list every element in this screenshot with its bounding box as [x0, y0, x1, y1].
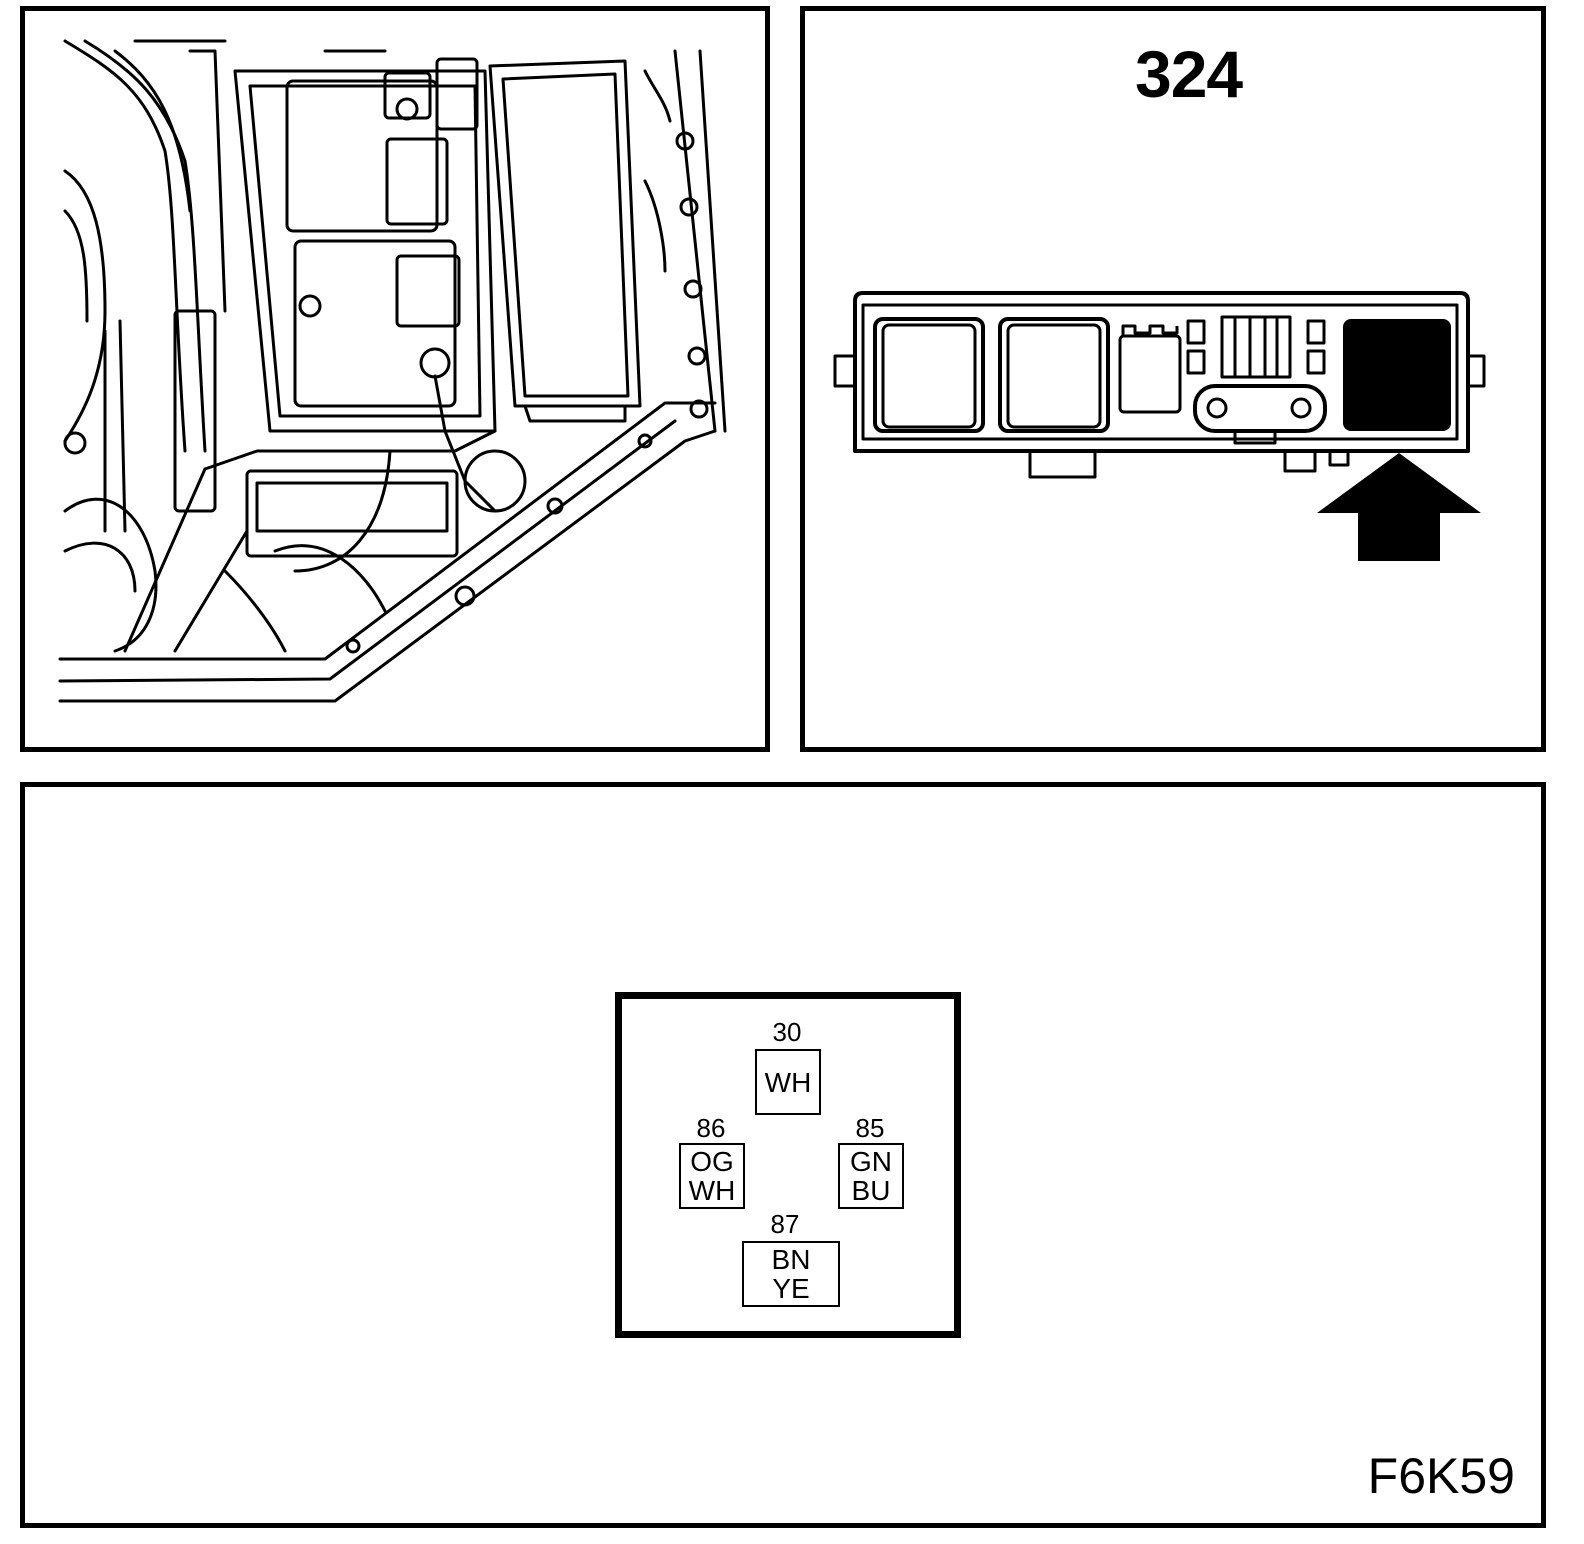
- terminal-86-wire-color-2: WH: [688, 1175, 736, 1206]
- terminal-87-wire-color-1: BN: [771, 1244, 811, 1275]
- terminal-85-number: 85: [855, 1113, 885, 1143]
- terminal-85-wire-color-2: BU: [851, 1175, 891, 1206]
- terminal-85-cavity: GN BU: [838, 1143, 904, 1209]
- engine-bay-illustration-panel: [20, 6, 770, 752]
- locator-arrow-icon: [1317, 453, 1481, 561]
- terminal-87-wire-color-2: YE: [772, 1273, 810, 1304]
- terminal-85-wire-color-1: GN: [850, 1146, 892, 1177]
- component-number: 324: [1135, 37, 1243, 111]
- terminal-30-cavity: WH: [755, 1049, 821, 1115]
- terminal-30-wire-color: WH: [764, 1066, 812, 1098]
- figure-code: F6K59: [1367, 1448, 1515, 1504]
- relay-connector-face: 30 WH 86 OG WH 85 GN BU 87 BN YE: [615, 992, 961, 1338]
- terminal-30-number: 30: [772, 1017, 802, 1047]
- terminal-87-number: 87: [770, 1209, 800, 1239]
- highlighted-relay-position: [1343, 319, 1451, 431]
- terminal-86-wire-color-1: OG: [690, 1146, 734, 1177]
- terminal-86-number: 86: [696, 1113, 726, 1143]
- terminal-87-cavity: BN YE: [742, 1241, 840, 1307]
- terminal-86-cavity: OG WH: [679, 1143, 745, 1209]
- fuse-box-drawing: [833, 291, 1486, 561]
- component-location-panel: 324: [800, 6, 1546, 752]
- relay-pinout-panel: 30 WH 86 OG WH 85 GN BU 87 BN YE F6K59: [20, 782, 1546, 1528]
- engine-bay-drawing: [58, 39, 727, 703]
